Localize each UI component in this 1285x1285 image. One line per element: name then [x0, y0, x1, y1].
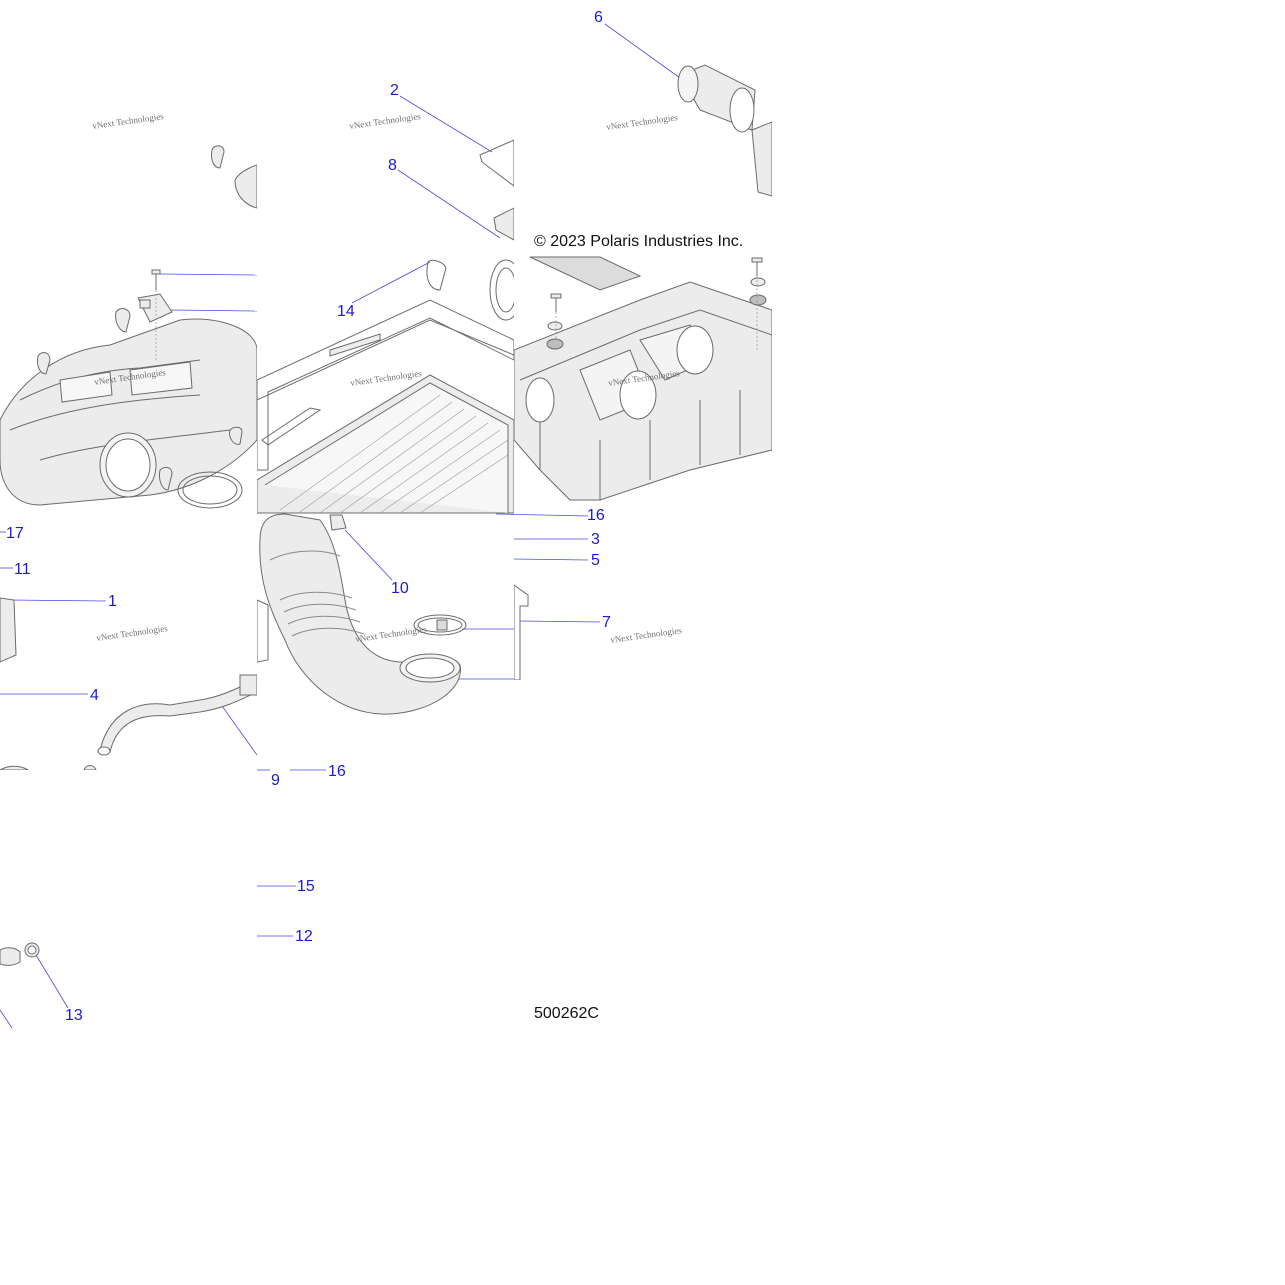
vent-hose	[97, 679, 257, 756]
callout-15[interactable]: 15	[297, 878, 315, 895]
callout-11[interactable]: 11	[14, 561, 31, 578]
leader-9	[221, 705, 258, 756]
intake-duct	[259, 513, 461, 715]
map-sensor	[137, 293, 173, 323]
leader-5	[513, 558, 589, 561]
callout-14[interactable]: 14	[337, 303, 355, 320]
copyright-notice: © 2023 Polaris Industries Inc.	[534, 233, 744, 250]
clip-pieces	[37, 145, 243, 491]
callout-2[interactable]: 2	[390, 82, 399, 99]
gasket-strip	[261, 333, 381, 446]
leader-13	[35, 954, 69, 1009]
leader-14	[351, 261, 431, 304]
fitting-10	[329, 514, 347, 531]
leader-10	[344, 529, 393, 581]
inlet-boot-6	[677, 64, 756, 133]
duct-flange	[426, 259, 514, 321]
screw-top-a	[151, 269, 161, 290]
filter-top-edge	[529, 256, 642, 291]
leader-16-top	[495, 513, 589, 517]
hose-clamp-b	[413, 614, 467, 636]
callout-10[interactable]: 10	[391, 580, 409, 597]
partial-part-tile-a	[234, 164, 257, 209]
screws-grommets	[546, 257, 767, 350]
callout-8[interactable]: 8	[388, 157, 397, 174]
callout-13[interactable]: 13	[65, 1007, 83, 1024]
figure-id: 500262C	[534, 1005, 599, 1022]
leader-lines	[0, 23, 681, 1029]
leader-top-a	[159, 273, 258, 276]
callout-12[interactable]: 12	[295, 928, 313, 945]
lower-box-left	[0, 597, 17, 663]
callout-7[interactable]: 7	[602, 614, 611, 631]
leader-top-b	[169, 309, 258, 312]
leader-2	[399, 95, 493, 153]
leader-6	[604, 23, 681, 79]
top-gasket-parts	[479, 139, 514, 241]
airbox-base-tubes	[525, 324, 714, 423]
partial-parts-lower-b	[257, 599, 269, 663]
callout-16-top[interactable]: 16	[587, 507, 605, 524]
callout-16-bottom[interactable]: 16	[328, 763, 346, 780]
leader-13b	[0, 1009, 13, 1029]
leader-7	[519, 620, 601, 623]
callout-9[interactable]: 9	[271, 772, 280, 789]
hose-clamp-a	[177, 471, 243, 509]
partial-part-tile-c-top	[751, 121, 772, 197]
callout-4[interactable]: 4	[90, 687, 99, 704]
callout-3[interactable]: 3	[591, 531, 600, 548]
assembly-guide-lines	[155, 276, 758, 360]
leader-8	[397, 169, 501, 239]
seal-ring-large	[257, 299, 514, 471]
callout-5[interactable]: 5	[591, 552, 600, 569]
partial-parts-lower-a	[0, 674, 257, 770]
airbox-cover-outlet	[99, 432, 157, 498]
air-filter	[257, 374, 514, 514]
leader-1	[7, 599, 107, 602]
callout-6[interactable]: 6	[594, 9, 603, 26]
airbox-cover	[0, 318, 257, 506]
callout-17[interactable]: 17	[6, 525, 24, 542]
callout-1[interactable]: 1	[108, 593, 117, 610]
partial-part-tile-c-lower	[514, 584, 529, 680]
